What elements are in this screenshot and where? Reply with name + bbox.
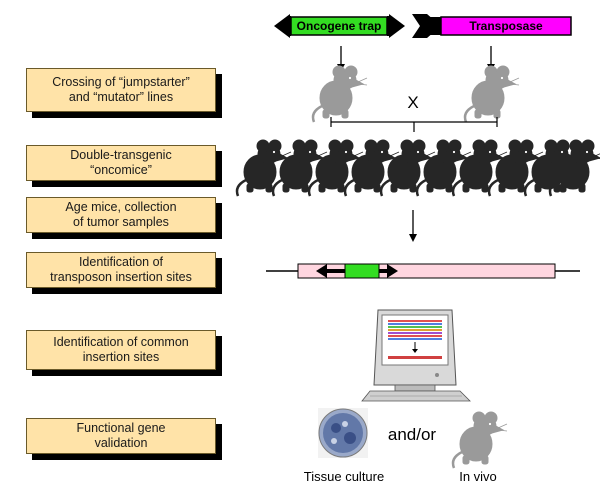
step-age-mice-label: Age mice, collection of tumor samples — [26, 197, 216, 233]
ir-left-arrow-stem — [327, 269, 345, 273]
monitor-stand — [394, 384, 436, 392]
alignment-row — [388, 323, 442, 325]
transposase-box — [440, 16, 572, 36]
arrow-stem — [387, 16, 389, 36]
colony — [331, 438, 337, 444]
insertion-locus — [266, 263, 580, 279]
promoter-arrow-body — [427, 17, 441, 35]
ir-right-arrowhead-icon — [387, 264, 398, 278]
left-arrowhead-icon — [274, 14, 290, 38]
and-or-label: and/or — [388, 425, 437, 444]
right-arrowhead-icon — [389, 14, 405, 38]
alignment-row — [388, 326, 442, 328]
alignment-row — [388, 332, 442, 334]
step-crossing: Crossing of “jumpstarter” and “mutator” … — [26, 68, 222, 118]
step-common-insertion-sites-label: Identification of common insertion sites — [26, 330, 216, 370]
step-crossing-label: Crossing of “jumpstarter” and “mutator” … — [26, 68, 216, 112]
tissue-culture-dish-icon — [318, 408, 368, 458]
colony — [344, 432, 356, 444]
colony — [342, 421, 348, 427]
step-common-insertion-sites: Identification of common insertion sites — [26, 330, 222, 376]
step-double-transgenic-label: Double-transgenic “oncomice” — [26, 145, 216, 181]
step-insertion-sites-label: Identification of transposon insertion s… — [26, 252, 216, 288]
transposase-label: Transposase — [469, 19, 543, 33]
jumpstarter-mouse-icon — [311, 64, 369, 124]
step-double-transgenic: Double-transgenic “oncomice” — [26, 145, 222, 187]
in-vivo-label: In vivo — [459, 469, 497, 484]
in-vivo-mouse-icon — [451, 410, 509, 470]
computer-icon — [361, 309, 471, 402]
construct-to-mouse-arrows — [337, 46, 495, 71]
ir-left-arrowhead-icon — [316, 264, 327, 278]
oncogene-trap-label: Oncogene trap — [297, 19, 382, 33]
screen-arrow-icon — [412, 349, 418, 353]
step-insertion-sites: Identification of transposon insertion s… — [26, 252, 222, 294]
alignment-row — [388, 335, 442, 337]
inserted-oncogene-trap — [344, 263, 380, 279]
cross-symbol: X — [407, 93, 418, 112]
step-functional-validation: Functional gene validation — [26, 418, 222, 460]
alignment-row — [388, 338, 442, 340]
oncogene-trap-construct: Oncogene trap — [274, 14, 405, 38]
mutator-mouse-icon — [463, 64, 521, 124]
cross-bracket — [330, 117, 498, 132]
power-button-icon — [435, 373, 439, 377]
dish-colonies — [323, 413, 363, 453]
tissue-culture-label: Tissue culture — [304, 469, 384, 484]
alignment-row — [388, 329, 442, 331]
arrow-stem — [289, 16, 291, 36]
common-site-row — [388, 356, 442, 359]
alignment-row — [388, 320, 442, 322]
colony — [331, 423, 341, 433]
step-age-mice: Age mice, collection of tumor samples — [26, 197, 222, 239]
step-functional-validation-label: Functional gene validation — [26, 418, 216, 454]
sequence-alignment-graphic — [388, 320, 442, 359]
oncomice-row — [235, 138, 600, 198]
transposase-construct: Transposase — [412, 14, 572, 38]
ir-right-arrow-stem — [379, 269, 387, 273]
aging-arrow-icon — [409, 234, 417, 242]
